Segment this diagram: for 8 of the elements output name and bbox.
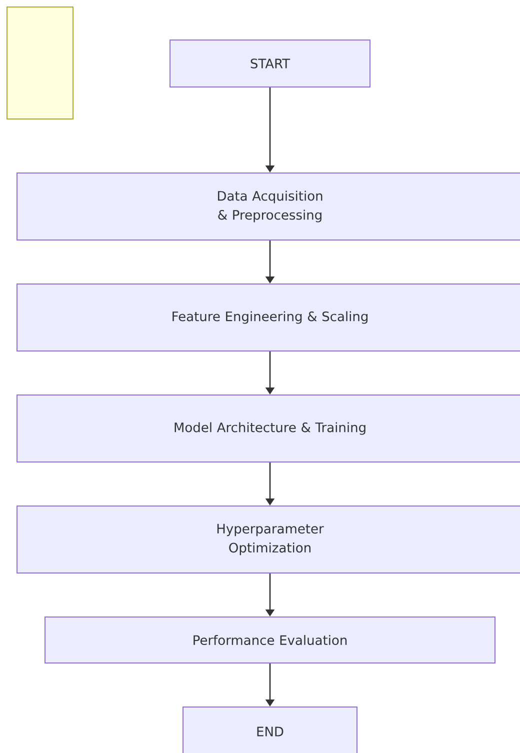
- process-box: Performance Evaluation: [44, 616, 496, 664]
- process-box: Hyperparameter Optimization: [16, 506, 520, 574]
- process-box: Data Acquisition & Preprocessing: [16, 172, 520, 240]
- note-box: [6, 6, 74, 120]
- process-box: END: [182, 706, 358, 753]
- process-box: Model Architecture & Training: [16, 394, 520, 462]
- process-box: START: [170, 40, 370, 88]
- process-box: Feature Engineering & Scaling: [16, 284, 520, 352]
